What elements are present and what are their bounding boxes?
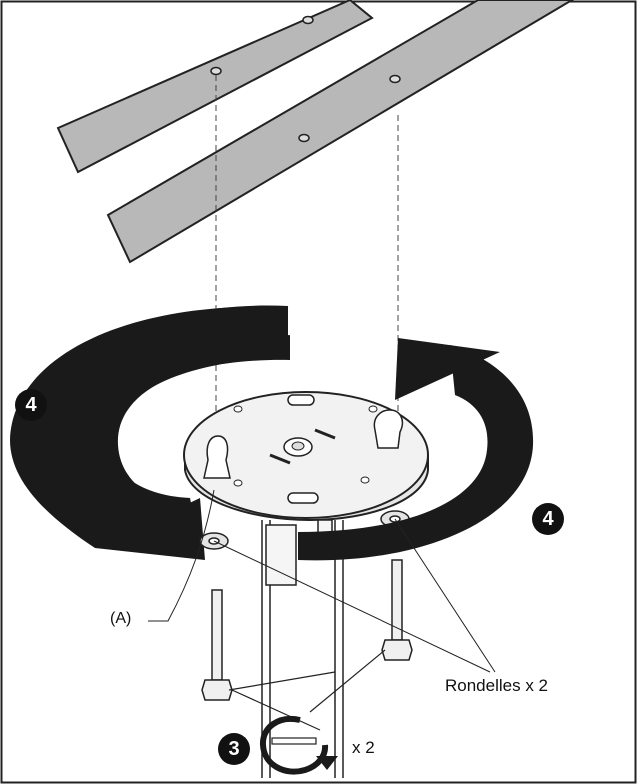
bolt-count-label: x 2 — [352, 738, 375, 757]
part-a-label: (A) — [110, 610, 132, 627]
plank-front — [106, 0, 574, 264]
step-badge-right: 4 — [532, 503, 564, 535]
rotation-arrow-right-body — [298, 345, 534, 561]
rotation-arrow-left-head — [95, 498, 205, 560]
step-badge-left: 4 — [15, 389, 47, 421]
mounting-plate — [183, 391, 429, 522]
plank-back — [56, 0, 374, 174]
step-badge-bottom: 3 — [218, 733, 250, 765]
rotate-clockwise-icon — [260, 715, 338, 775]
support-post — [261, 519, 344, 778]
rotation-arrow-left-body — [37, 305, 289, 548]
leader-lines — [148, 489, 496, 673]
plank-holes — [210, 15, 401, 143]
rotation-arrow-right-head — [395, 338, 500, 400]
bolt-connectors — [228, 649, 386, 731]
bolts — [201, 559, 413, 701]
washers-label: Rondelles x 2 — [445, 676, 549, 695]
